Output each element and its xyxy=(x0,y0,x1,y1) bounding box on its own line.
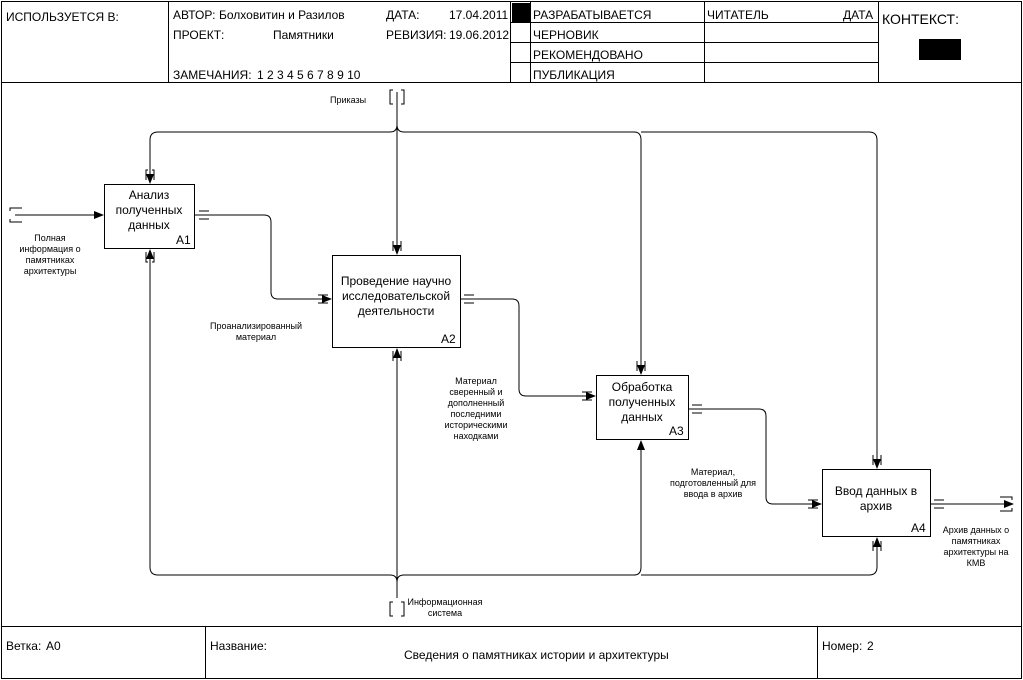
tunnel-brackets xyxy=(9,89,1013,617)
arrow-a2-to-a3[interactable] xyxy=(461,298,596,400)
bracket-orders-top xyxy=(389,89,405,105)
arrow-mechanism-to-a4[interactable] xyxy=(641,537,881,576)
bracket-a4-top xyxy=(872,455,882,465)
box-a4-label: Ввод данных в архив xyxy=(834,484,918,513)
project-value: Памятники xyxy=(273,28,334,42)
bracket-a4-right xyxy=(934,499,944,509)
arrow-orders-to-a4[interactable] xyxy=(641,131,881,469)
author-value: Болховитин и Разилов xyxy=(219,8,345,22)
diagram-title: Сведения о памятниках истории и архитект… xyxy=(404,648,669,662)
status-recommended: РЕКОМЕНДОВАНО xyxy=(533,48,643,62)
bracket-a3-left xyxy=(582,391,592,401)
status-draft: ЧЕРНОВИК xyxy=(533,28,599,42)
label-analyzed-material: Проанализированный материал xyxy=(209,321,303,342)
reader-date-label: ДАТА xyxy=(843,8,874,22)
context-thumbnail xyxy=(919,39,961,60)
box-a1[interactable] xyxy=(104,184,195,249)
bracket-a2-right xyxy=(464,294,474,304)
box-a3-label: Обработка полученных данных xyxy=(608,380,676,424)
status-working: РАЗРАБАТЫВАЕТСЯ xyxy=(533,8,652,22)
bracket-output-right xyxy=(1000,496,1013,512)
bracket-a3-top xyxy=(636,361,646,371)
footer-number-label: Номер: xyxy=(822,639,863,653)
used-in-label: ИСПОЛЬЗУЕТСЯ В: xyxy=(6,10,119,24)
label-orders: Приказы xyxy=(330,95,367,105)
arrow-a1-to-a2[interactable] xyxy=(195,214,332,303)
arrow-mechanism-to-a3[interactable] xyxy=(396,440,645,583)
footer-title-label: Название: xyxy=(210,639,267,653)
bracket-a2-bottom xyxy=(392,351,402,361)
label-verified-material: Материал сверенный и дополненный последн… xyxy=(444,376,508,441)
reader-label: ЧИТАТЕЛЬ xyxy=(707,8,769,22)
context-label: КОНТЕКСТ: xyxy=(882,11,959,27)
box-a4-node: A4 xyxy=(911,521,926,535)
bracket-a2-top xyxy=(392,241,402,251)
bracket-a3-right xyxy=(692,404,702,414)
arrow-a3-to-a4[interactable] xyxy=(689,408,822,508)
notes-value: 1 2 3 4 5 6 7 8 9 10 xyxy=(257,68,361,82)
footer-number-value: 2 xyxy=(867,639,874,653)
revision-value: 19.06.2012 xyxy=(449,28,510,42)
box-a4[interactable] xyxy=(822,469,931,537)
status-publication: ПУБЛИКАЦИЯ xyxy=(533,68,615,82)
bracket-a1-bottom xyxy=(145,252,155,263)
arrow-mechanism-to-a1[interactable] xyxy=(146,249,398,583)
label-prepared-material: Материал, подготовленный для ввода в арх… xyxy=(670,467,756,499)
date-value: 17.04.2011 xyxy=(449,8,509,22)
box-a1-node: A1 xyxy=(176,233,191,247)
box-a3-node: A3 xyxy=(669,424,684,438)
box-a2-node: A2 xyxy=(441,332,456,346)
arrow-orders-to-a1[interactable] xyxy=(146,124,398,184)
bracket-a2-left xyxy=(318,294,328,304)
box-a2[interactable] xyxy=(332,255,461,348)
bracket-mechanism-bottom xyxy=(389,601,405,617)
footer-node-value: A0 xyxy=(46,639,61,653)
date-label: ДАТА: xyxy=(386,8,420,22)
bracket-a1-top xyxy=(145,169,155,180)
footer-node-label: Ветка: xyxy=(6,639,42,653)
project-label: ПРОЕКТ: xyxy=(173,28,225,42)
box-a1-label: Анализ полученных данных xyxy=(115,188,183,232)
label-info-system: Информационная система xyxy=(407,597,483,618)
label-input-info: Полная информация о памятниках архитекту… xyxy=(19,233,81,276)
box-a3[interactable] xyxy=(596,375,689,440)
activity-boxes xyxy=(104,184,931,537)
bracket-a4-left xyxy=(808,499,818,509)
working-status-marker xyxy=(512,3,530,22)
arrows xyxy=(15,92,1014,598)
label-output-archive: Архив данных о памятниках архитектуры на… xyxy=(942,525,1010,568)
arrow-orders-to-a3[interactable] xyxy=(396,124,645,375)
notes-label: ЗАМЕЧАНИЯ: xyxy=(173,68,252,82)
box-a2-label: Проведение научно исследовательской деят… xyxy=(340,274,452,318)
revision-label: РЕВИЗИЯ: xyxy=(386,28,447,42)
author-label: АВТОР: xyxy=(173,8,216,22)
bracket-input-left xyxy=(9,207,22,223)
bracket-a1-right xyxy=(199,210,209,220)
bracket-a4-bottom xyxy=(872,541,882,551)
